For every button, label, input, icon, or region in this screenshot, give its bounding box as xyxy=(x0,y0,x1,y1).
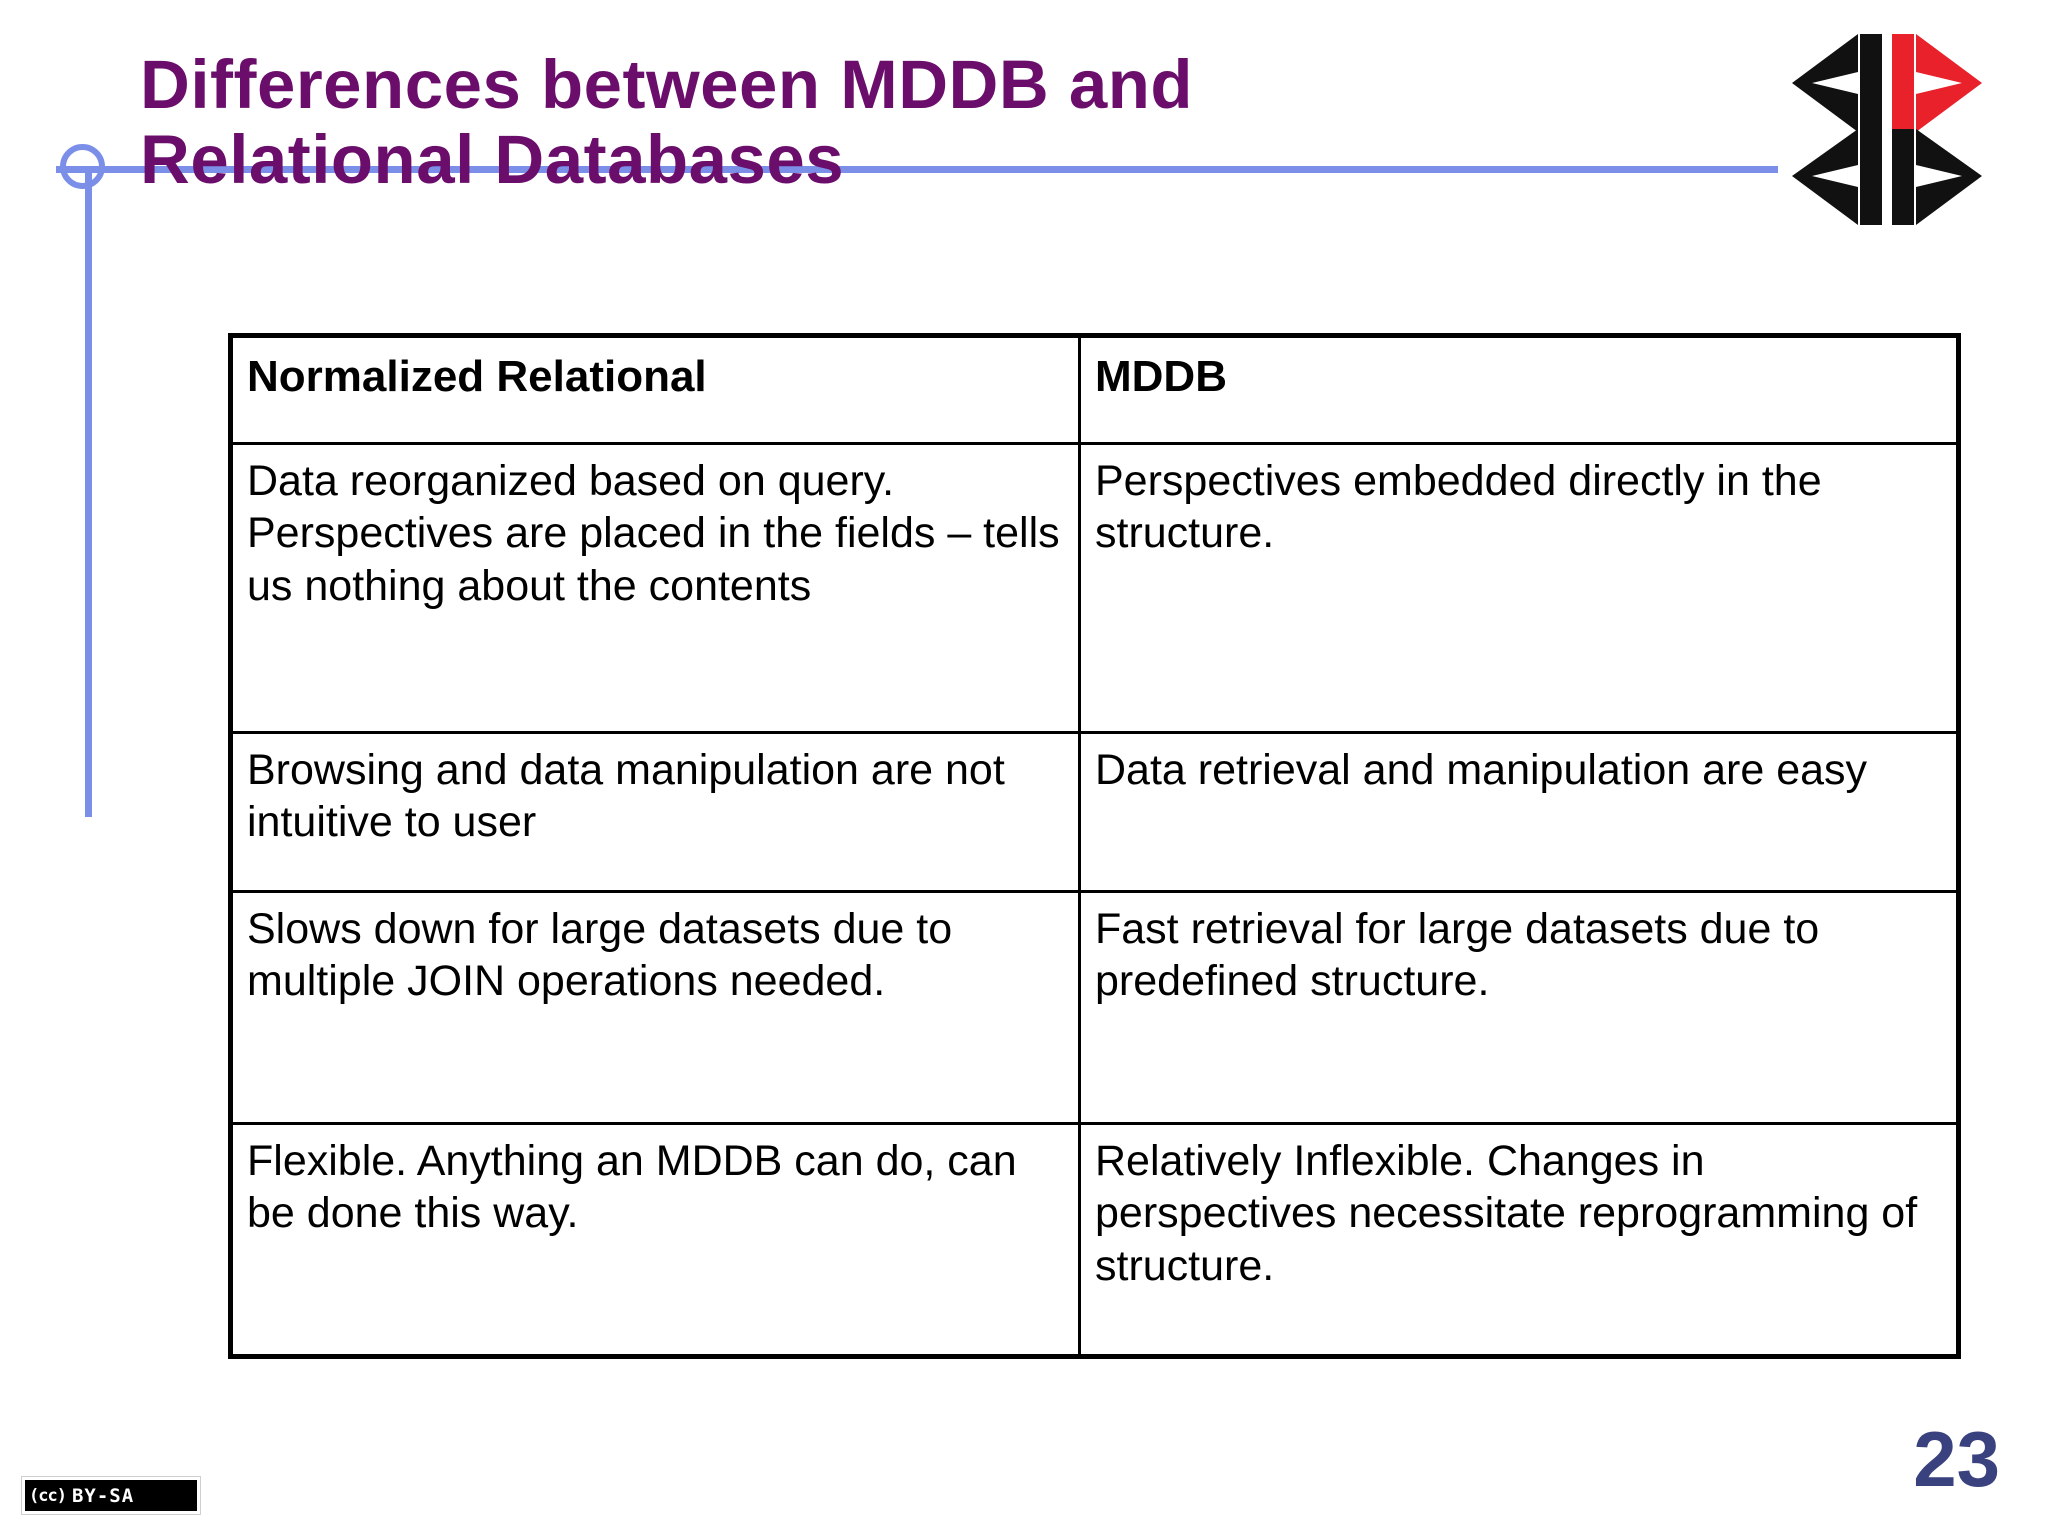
column-header-normalized-relational: Normalized Relational xyxy=(228,333,1081,445)
cc-circle-icon: (cc) xyxy=(29,1485,67,1506)
table-row: Browsing and data manipulation are not i… xyxy=(228,731,1961,893)
logo-glyph-k-top-right xyxy=(1892,34,1982,132)
accent-circle-marker xyxy=(60,144,105,189)
logo-glyph-k-bottom-right xyxy=(1892,129,1982,225)
slide-number: 23 xyxy=(1913,1415,2000,1503)
cell-mddb-4: Relatively Inflexible. Changes in perspe… xyxy=(1078,1122,1961,1359)
cell-mddb-3: Fast retrieval for large datasets due to… xyxy=(1078,890,1961,1125)
cell-relational-4: Flexible. Anything an MDDB can do, can b… xyxy=(228,1122,1081,1359)
accent-vertical-rule xyxy=(85,166,92,817)
cell-relational-2: Browsing and data manipulation are not i… xyxy=(228,731,1081,893)
logo-glyph-k-bottom-left xyxy=(1792,129,1882,225)
mddb-vs-relational-comparison-table: Normalized Relational MDDB Data reorgani… xyxy=(228,333,1961,1359)
cc-license-terms: BY-SA xyxy=(71,1484,135,1507)
logo-glyph-k-top-left xyxy=(1792,34,1882,132)
column-header-mddb: MDDB xyxy=(1078,333,1961,445)
table-row: Data reorganized based on query. Perspec… xyxy=(228,442,1961,734)
cell-mddb-2: Data retrieval and manipulation are easy xyxy=(1078,731,1961,893)
table-header-row: Normalized Relational MDDB xyxy=(228,333,1961,445)
kk-kk-logo xyxy=(1790,32,1990,227)
cell-relational-1: Data reorganized based on query. Perspec… xyxy=(228,442,1081,734)
accent-horizontal-rule xyxy=(56,166,1778,173)
page-title: Differences between MDDB and Relational … xyxy=(140,46,1194,198)
cell-mddb-1: Perspectives embedded directly in the st… xyxy=(1078,442,1961,734)
creative-commons-badge[interactable]: (cc) BY-SA xyxy=(22,1477,200,1514)
cell-relational-3: Slows down for large datasets due to mul… xyxy=(228,890,1081,1125)
table-row: Slows down for large datasets due to mul… xyxy=(228,890,1961,1125)
table-row: Flexible. Anything an MDDB can do, can b… xyxy=(228,1122,1961,1359)
